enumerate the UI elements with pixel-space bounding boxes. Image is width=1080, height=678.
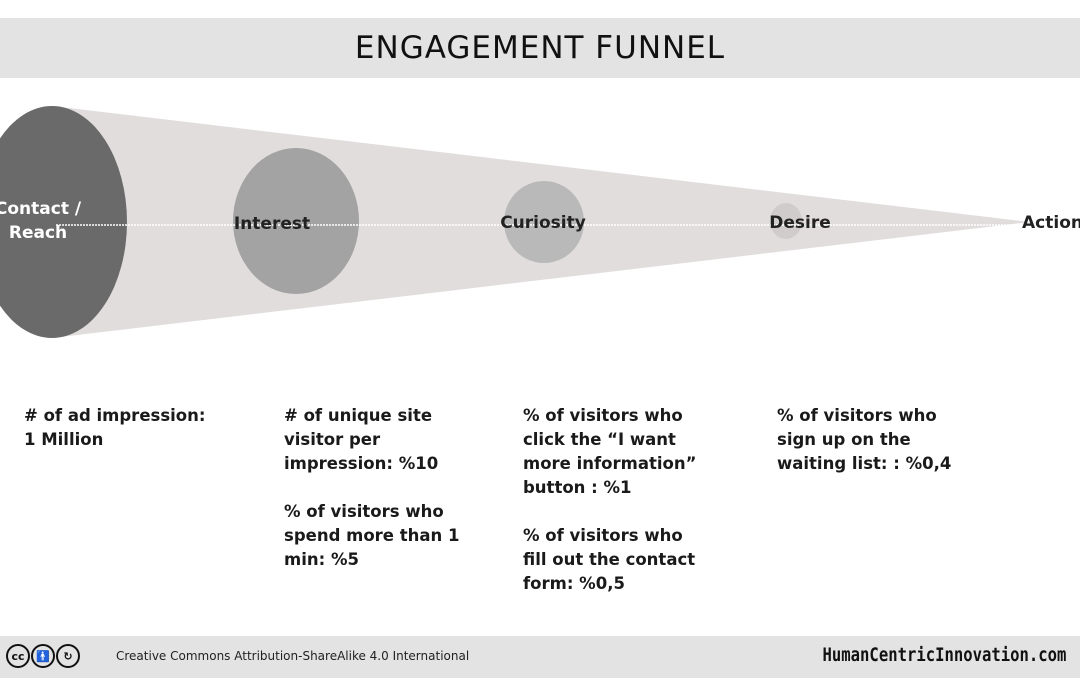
description-line: % of visitors who [523, 406, 683, 425]
stage-label-line: Interest [234, 214, 310, 234]
stage-description: % of visitors who sign up on the waiting l… [777, 404, 951, 500]
description-paragraph: % of visitors who sign up on the waiting l… [777, 404, 951, 476]
description-line: fill out the contact [523, 550, 696, 569]
description-line: 1 Million [24, 430, 104, 449]
description-line: % of visitors who [523, 526, 683, 545]
description-line: min: %5 [284, 550, 359, 569]
attribution-icon: 🚹 [31, 644, 55, 668]
description-paragraph: % of visitors who spend more than 1 min: %… [284, 500, 459, 572]
circle-interest [233, 148, 359, 294]
description-line: spend more than 1 [284, 526, 460, 545]
stage-label-line: Reach [9, 223, 67, 243]
stage-description: % of visitors who click the “I want more i… [523, 404, 696, 620]
description-line: visitor per [284, 430, 381, 449]
stage-labels: Contact / Reach Interest Curiosity Desire Act… [0, 199, 1080, 243]
stage-label-contact-reach: Contact / Reach [0, 199, 82, 243]
stage-description: # of unique site visitor per impression: %… [284, 404, 459, 596]
description-line: more information” [523, 454, 697, 473]
circle-desire [770, 203, 802, 239]
stage-label-line: Curiosity [500, 213, 586, 233]
license-icons: cc 🚹 ↻ [6, 644, 80, 668]
stage-label-line: Desire [769, 213, 831, 233]
circle-curiosity [504, 181, 584, 263]
description-line: # of ad impression: [24, 406, 206, 425]
description-line: impression: %10 [284, 454, 439, 473]
stage-label-action: Action [1022, 213, 1080, 233]
license-text: Creative Commons Attribution-ShareAlike … [116, 649, 470, 663]
stage-label-desire: Desire [769, 213, 831, 233]
description-line: sign up on the [777, 430, 911, 449]
description-paragraph: % of visitors who click the “I want more i… [523, 404, 696, 500]
description-line: click the “I want [523, 430, 676, 449]
site-url: HumanCentricInnovation.com [822, 644, 1066, 666]
stage-label-curiosity: Curiosity [500, 213, 586, 233]
page-title: ENGAGEMENT FUNNEL [354, 30, 726, 66]
stage-description: # of ad impression: 1 Million [24, 404, 205, 476]
description-paragraph: # of unique site visitor per impression: %… [284, 404, 459, 476]
description-line: button : %1 [523, 478, 632, 497]
stage-label-line: Contact / [0, 199, 82, 219]
description-paragraph: % of visitors who fill out the contact for… [523, 524, 696, 596]
title-bar: ENGAGEMENT FUNNEL [0, 18, 1080, 78]
stage-label-line: Action [1022, 213, 1080, 233]
stage-label-interest: Interest [234, 214, 310, 234]
description-paragraph: # of ad impression: 1 Million [24, 404, 205, 452]
footer: cc 🚹 ↻ Creative Commons Attribution-Shar… [0, 636, 1080, 678]
circle-contact-reach [0, 106, 127, 338]
description-line: form: %0,5 [523, 574, 625, 593]
description-line: % of visitors who [777, 406, 937, 425]
description-line: # of unique site [284, 406, 433, 425]
share-alike-icon: ↻ [56, 644, 80, 668]
cc-icon: cc [6, 644, 30, 668]
description-line: waiting list: : %0,4 [777, 454, 952, 473]
description-line: % of visitors who [284, 502, 444, 521]
